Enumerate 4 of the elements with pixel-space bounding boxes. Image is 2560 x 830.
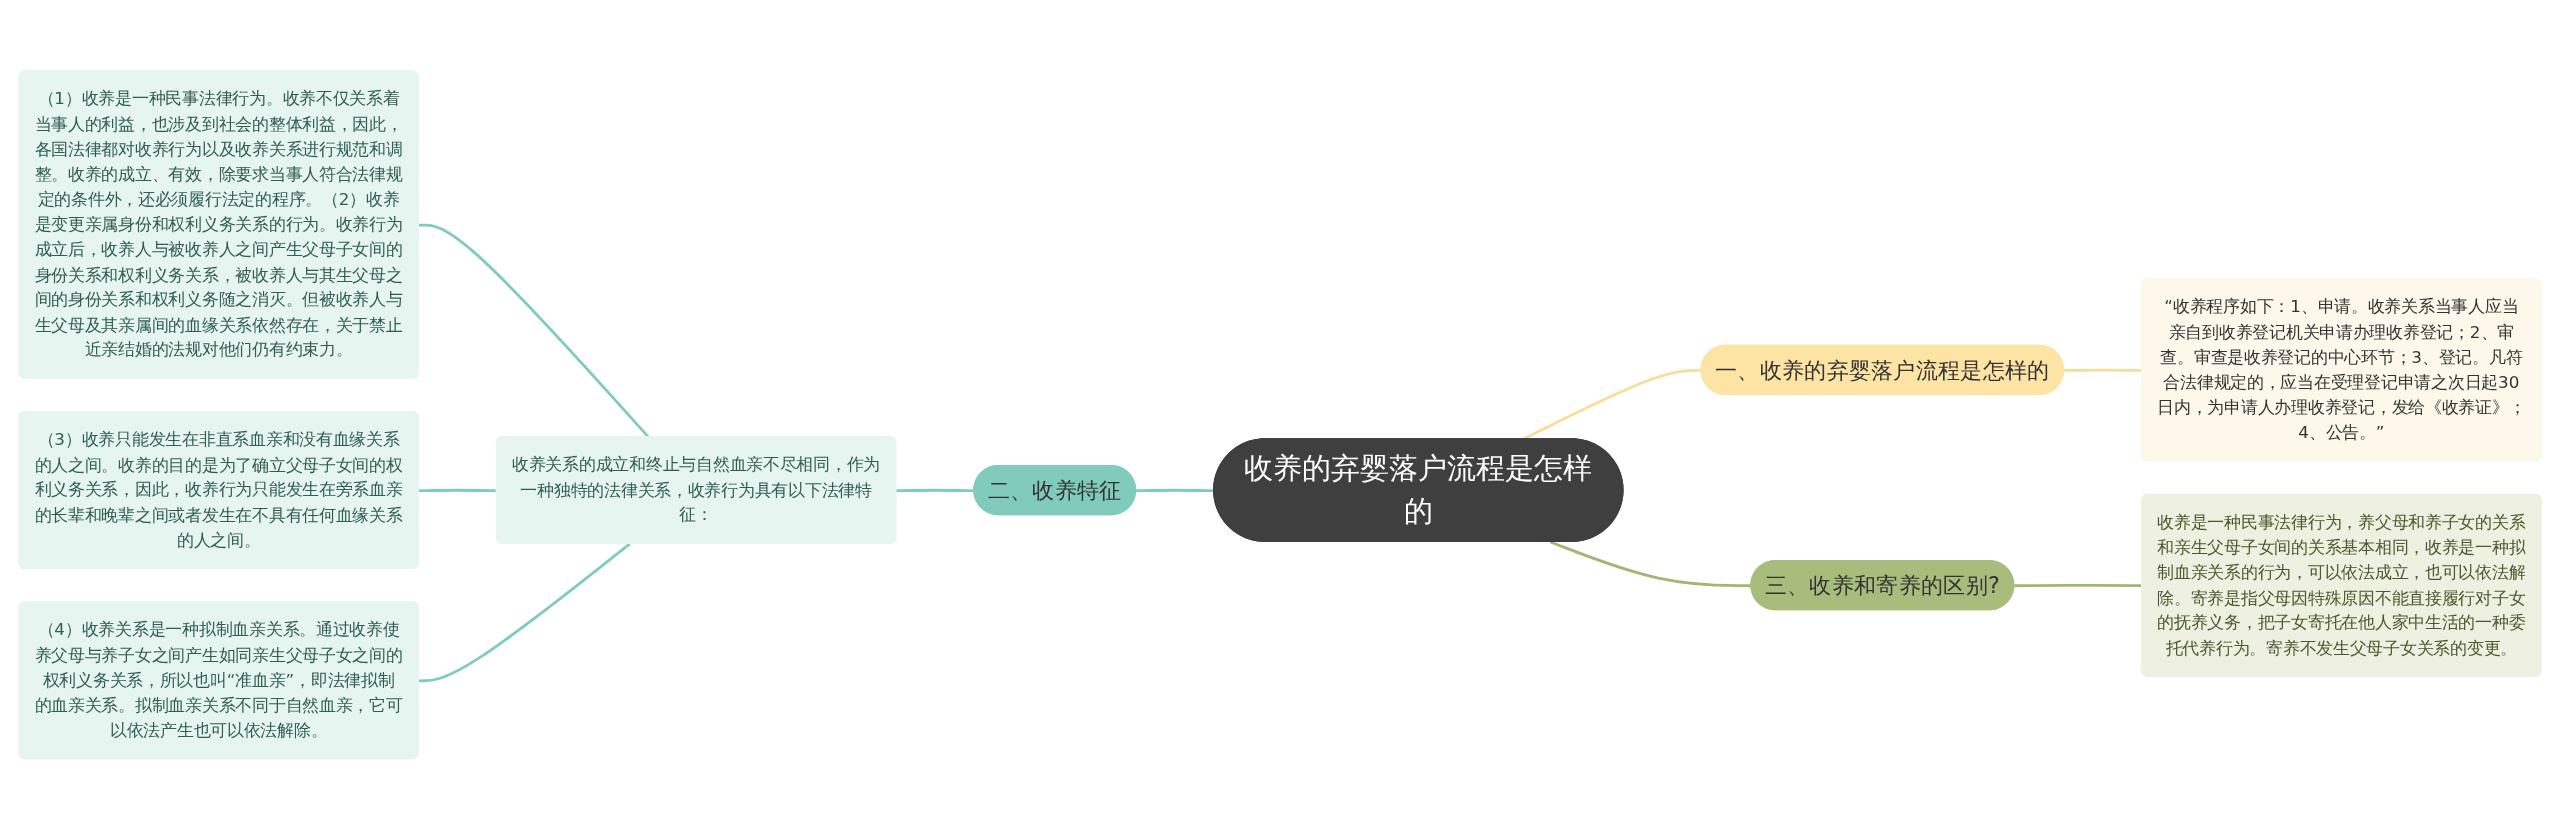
connector: [418, 543, 631, 683]
connector: [418, 223, 650, 439]
connector: [1549, 540, 1752, 588]
connector: [418, 489, 497, 493]
